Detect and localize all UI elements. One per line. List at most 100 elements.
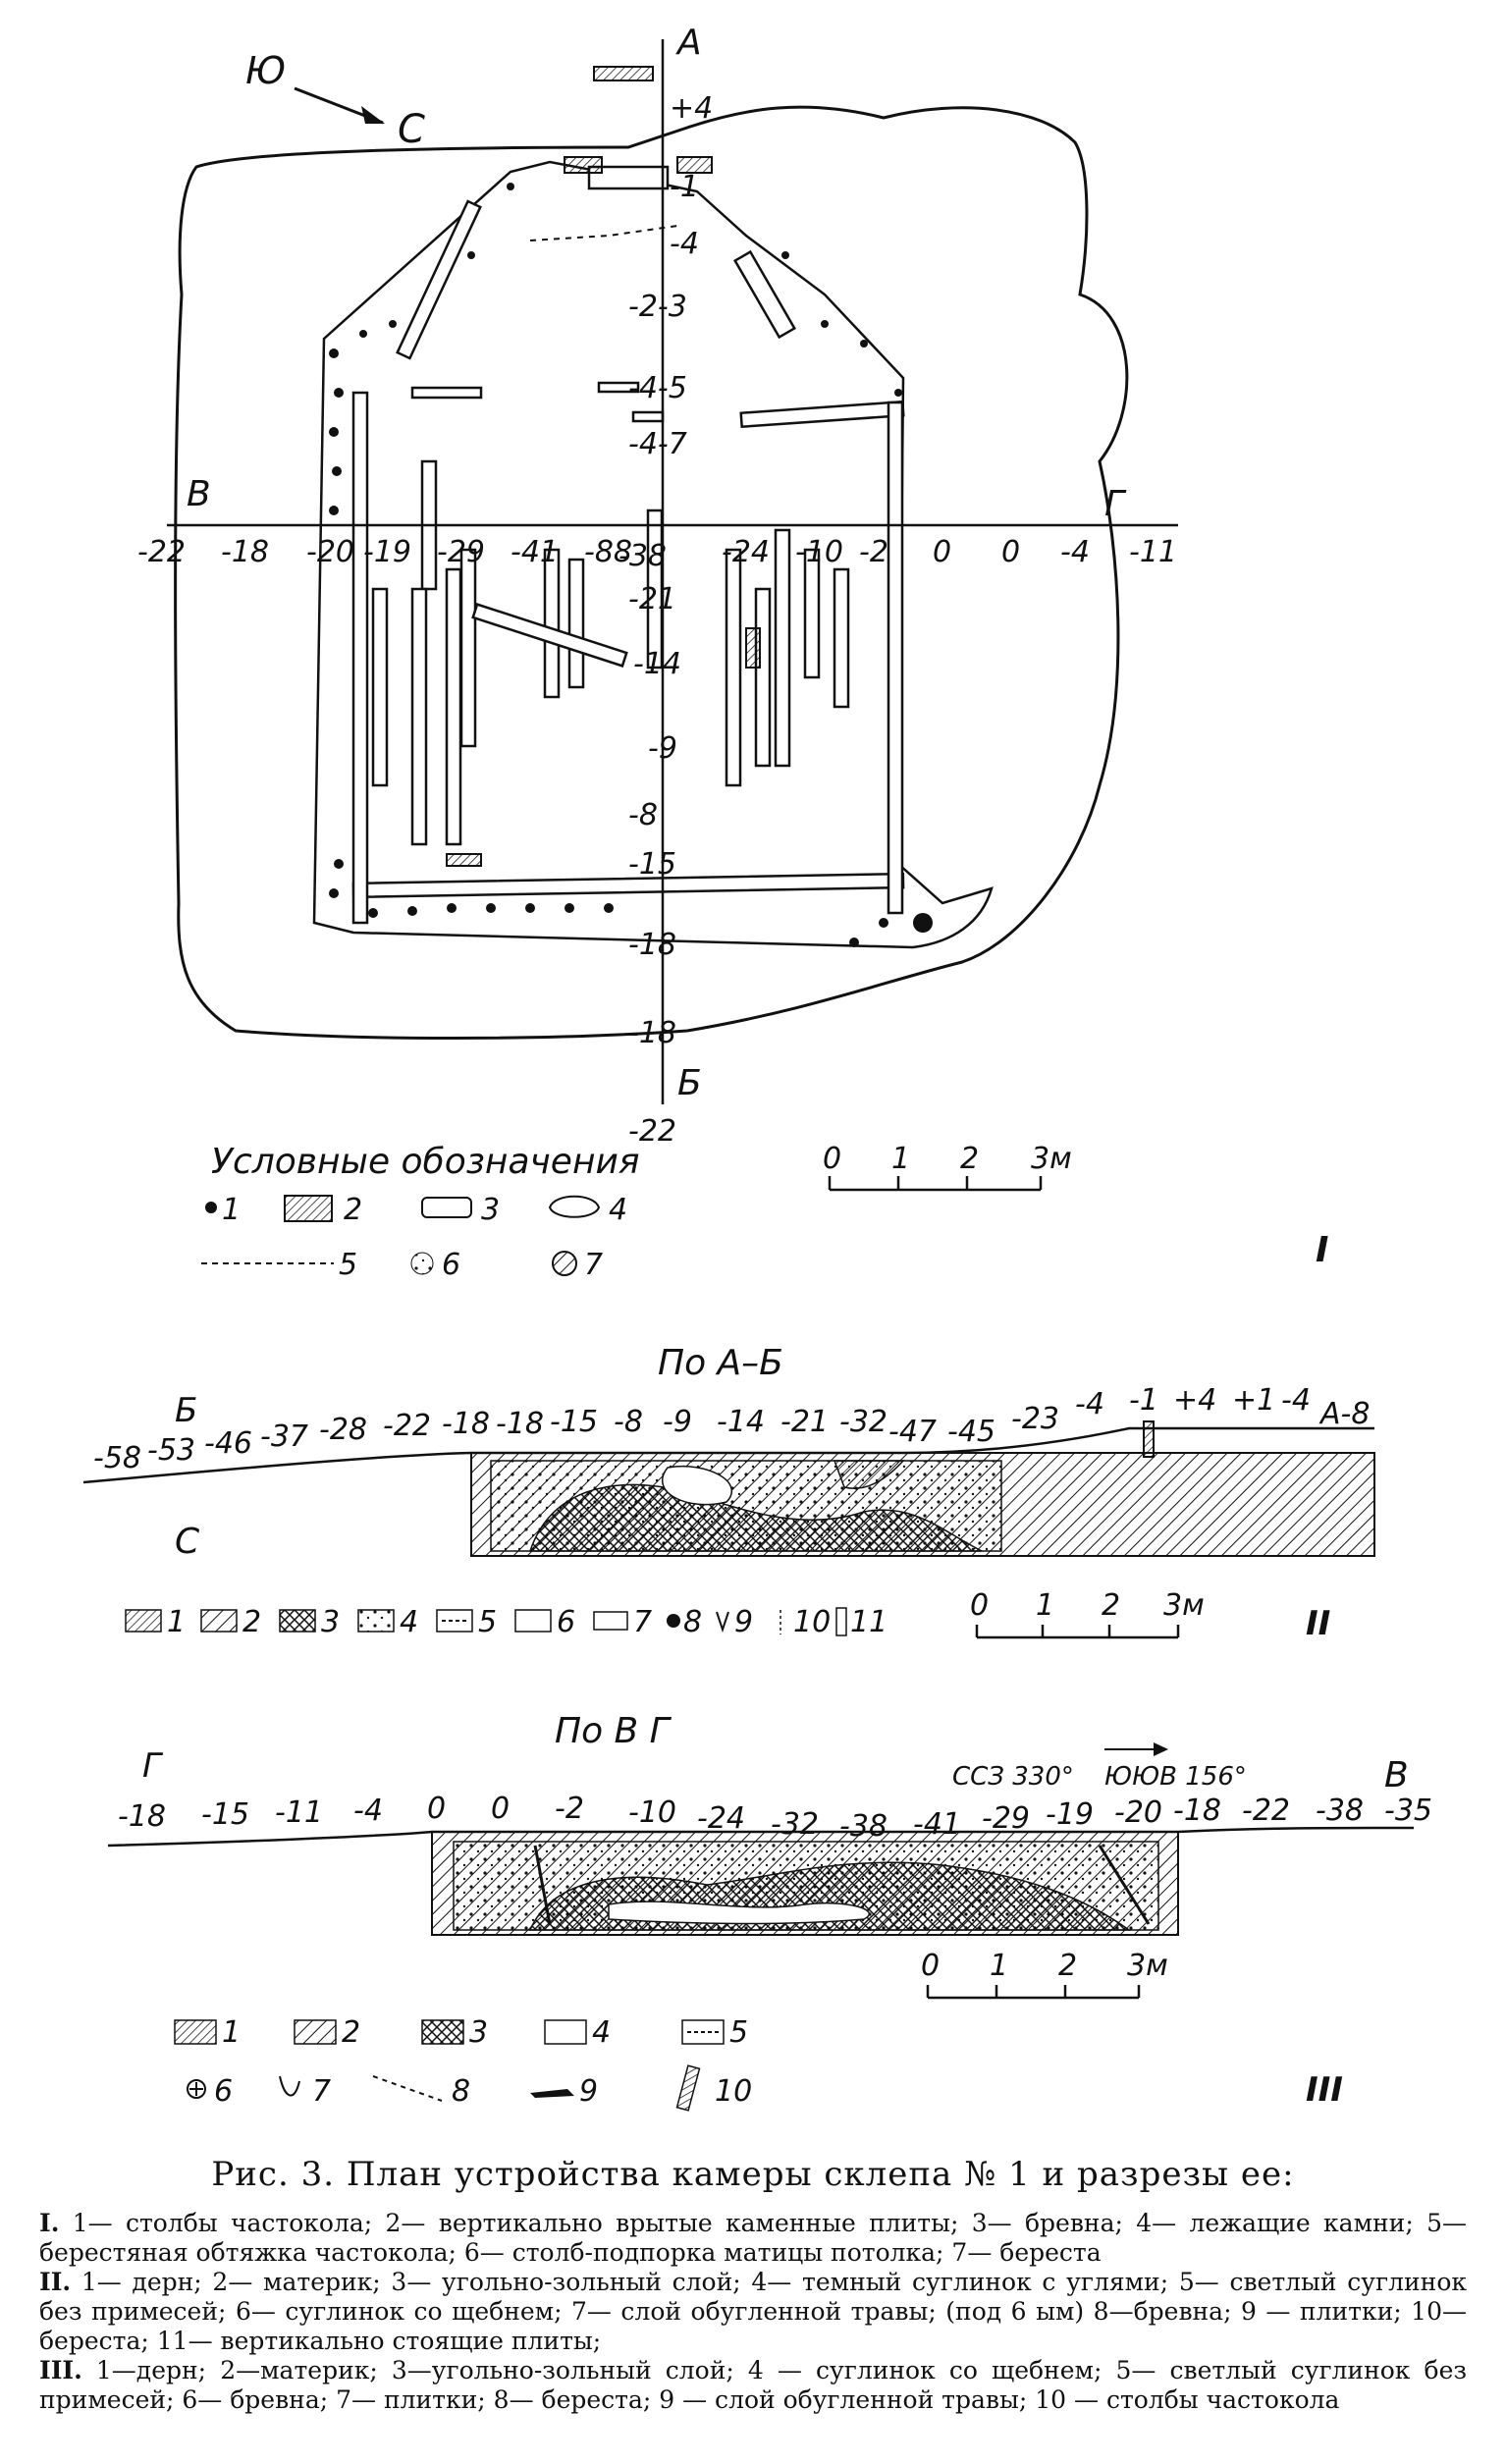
- vg-mark: -19: [1046, 1797, 1094, 1832]
- h-mark: -20: [306, 535, 354, 569]
- section-ab-roman-numeral: II: [1306, 1604, 1330, 1643]
- axis-g-label: Г: [1104, 484, 1127, 524]
- h-mark: -24: [722, 535, 770, 569]
- legend-label: 11: [850, 1605, 887, 1639]
- figure-caption-title: Рис. 3. План устройства камеры склепа № …: [211, 2155, 1295, 2194]
- v-mark: -4-5: [628, 371, 687, 405]
- ab-mark: -58: [93, 1441, 141, 1475]
- v-mark: -21: [628, 582, 676, 616]
- h-mark: -11: [1129, 535, 1177, 569]
- ab-mark: -46: [204, 1426, 252, 1461]
- ab-mark: -4: [1075, 1387, 1104, 1421]
- legend-label: 7: [312, 2074, 331, 2109]
- legend-label: 7: [584, 1248, 603, 1282]
- ab-mark: -18: [442, 1407, 490, 1441]
- caption-body: 1— столбы частокола; 2— вертикально врыт…: [39, 2209, 1467, 2267]
- legend-label: 5: [478, 1605, 497, 1639]
- v-mark: -18: [628, 928, 676, 962]
- h-mark: -18: [221, 535, 269, 569]
- section-vg-light-loam: [608, 1901, 871, 1925]
- legend-label: 8: [683, 1605, 702, 1639]
- legend-label: 3: [481, 1193, 500, 1227]
- section-ab-side-label: С: [175, 1522, 200, 1562]
- vg-mark: -35: [1384, 1794, 1432, 1828]
- h-mark: -19: [363, 535, 411, 569]
- v-mark: -8: [628, 798, 658, 832]
- vg-mark: 0: [427, 1792, 446, 1826]
- legend-label: 5: [339, 1248, 357, 1282]
- plan-drawing: Ю С А Б В Г +4 -1 -4 -2-3 -4-5 -4-7 -38 …: [137, 23, 1328, 1282]
- section-ab-loam-right: [833, 1460, 905, 1489]
- section-vg: По В Г Г В ССЗ 330° ЮЮВ 156° -18 -15 -11…: [107, 1711, 1432, 2112]
- legend-label: 4: [592, 2015, 611, 2050]
- h-mark: -2: [859, 535, 888, 569]
- ab-mark: -32: [839, 1405, 887, 1439]
- vg-mark: -24: [697, 1801, 745, 1836]
- ab-mark: +4: [1173, 1383, 1216, 1418]
- h-mark: -88: [584, 535, 632, 569]
- figure-caption-text: I. 1— столбы частокола; 2— вертикально в…: [39, 2209, 1467, 2415]
- scale-label: 2: [1102, 1588, 1120, 1623]
- vg-mark: -10: [628, 1795, 676, 1830]
- section-ab-ash-layer: [528, 1483, 983, 1552]
- ab-mark: -8: [614, 1405, 643, 1439]
- scale-label: 3м: [1127, 1949, 1168, 1983]
- vg-mark: -18: [1173, 1794, 1221, 1828]
- scale-label: 1: [990, 1949, 1008, 1983]
- caption-body: 1—дерн; 2—материк; 3—угольно-зольный сло…: [39, 2356, 1468, 2414]
- section-vg-roman-numeral: III: [1306, 2070, 1343, 2110]
- vg-mark: -20: [1114, 1795, 1162, 1830]
- section-vg-legend: 1 2 3 4 5 6 7 8 9 10: [174, 2015, 752, 2112]
- caption-lead: II.: [39, 2268, 72, 2296]
- axis-b-label: Б: [677, 1063, 702, 1103]
- section-vg-orientation-right: ЮЮВ 156°: [1104, 1762, 1247, 1792]
- section-vg-orientation-left: ССЗ 330°: [952, 1762, 1074, 1792]
- section-vg-right-end: В: [1384, 1755, 1409, 1795]
- scale-label: 2: [960, 1142, 979, 1176]
- horizontal-axis-marks: -22 -18 -20 -19 -29 -41 -88 -24 -10 -2 0…: [137, 535, 1177, 569]
- vg-mark: 0: [491, 1792, 510, 1826]
- ab-mark: -9: [663, 1405, 692, 1439]
- vg-mark: -11: [275, 1795, 323, 1830]
- plan-roman-numeral: I: [1316, 1230, 1328, 1270]
- h-mark: -41: [511, 535, 559, 569]
- legend-label: 4: [609, 1193, 627, 1227]
- h-mark: 0: [1001, 535, 1020, 569]
- ab-mark: -23: [1011, 1402, 1059, 1436]
- section-ab-slab: [1143, 1420, 1155, 1458]
- legend-label: 9: [734, 1605, 753, 1639]
- compass-south-label: Ю: [245, 49, 286, 92]
- chamber-outline: [312, 160, 994, 949]
- section-vg-scale-bar: 0 1 2 3м: [921, 1949, 1168, 2000]
- ab-mark: +1: [1232, 1383, 1275, 1418]
- legend-swatch-birch: [552, 1251, 577, 1276]
- scale-label: 1: [1036, 1588, 1054, 1623]
- h-mark: -10: [795, 535, 843, 569]
- legend-swatch-log: [421, 1197, 472, 1218]
- section-ab: По А–Б Б А-8 С -58 -53 -46 -37 -28 -22 -…: [82, 1343, 1375, 1643]
- legend-label: 6: [214, 2074, 233, 2109]
- v-mark: -38: [619, 539, 667, 573]
- legend-label: 6: [442, 1248, 460, 1282]
- legend-label: 10: [715, 2074, 752, 2109]
- legend-swatch-support: [410, 1252, 434, 1275]
- v-mark: -4-7: [628, 427, 687, 461]
- section-vg-orientation-arrow-head: [1154, 1742, 1168, 1756]
- legend-label: 6: [557, 1605, 575, 1639]
- legend-label: 8: [452, 2074, 470, 2109]
- caption-paragraph-3: III. 1—дерн; 2—материк; 3—угольно-зольны…: [39, 2356, 1467, 2415]
- vg-mark: -15: [201, 1797, 249, 1832]
- vg-mark: -29: [982, 1801, 1030, 1836]
- v-mark: -14: [633, 647, 681, 681]
- ab-mark: -28: [319, 1413, 367, 1447]
- section-ab-light-loam: [661, 1466, 733, 1506]
- caption-body: 1— дерн; 2— материк; 3— угольно-зольный …: [39, 2268, 1467, 2355]
- vg-mark: -22: [1242, 1794, 1290, 1828]
- caption-lead: III.: [39, 2356, 82, 2384]
- legend-label: 10: [793, 1605, 831, 1639]
- v-mark: +4: [670, 91, 713, 126]
- legend-label: 1: [222, 2015, 241, 2050]
- compass-north-label: С: [398, 107, 425, 152]
- legend-label: 1: [222, 1193, 241, 1227]
